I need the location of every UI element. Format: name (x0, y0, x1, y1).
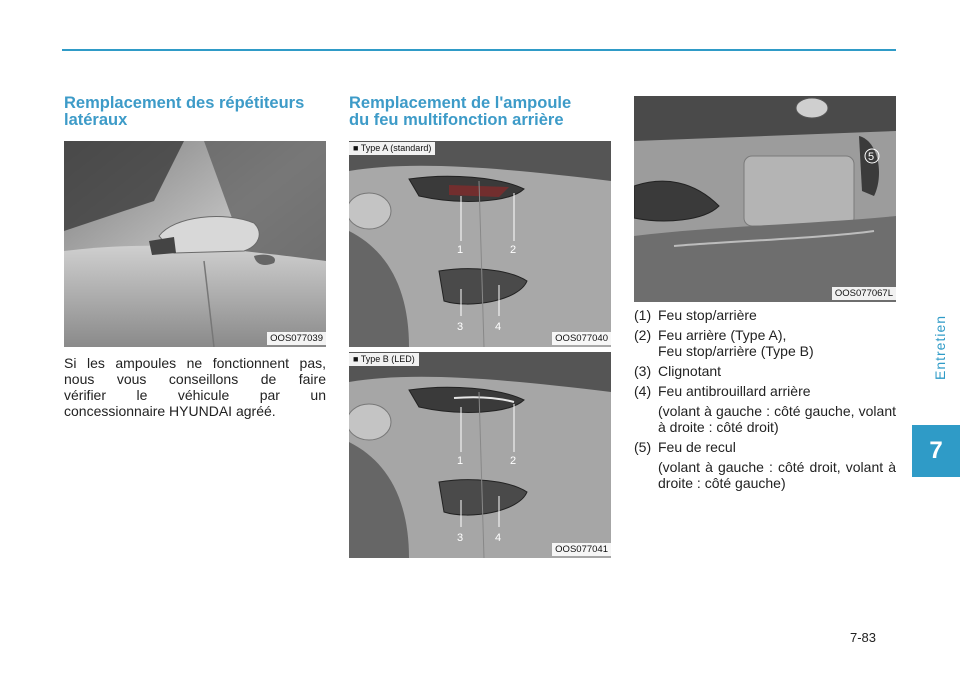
text-line: vérifier le véhicule par un (64, 387, 326, 403)
header-rule (62, 49, 896, 51)
callout-3: 3 (457, 321, 463, 333)
rear-bumper-illustration: 5 (634, 96, 896, 302)
legend-note: (volant à gauche : côté gauche, volant à… (658, 403, 896, 435)
type-b-tag: ■ Type B (LED) (349, 353, 419, 366)
image-code: OOS077041 (552, 543, 611, 556)
callout-2: 2 (510, 244, 516, 256)
callout-1: 1 (457, 244, 463, 256)
rear-lamp-illustration: 1 2 3 4 (349, 141, 611, 347)
side-tab-section-label: Entretien (932, 314, 948, 380)
text-line: Si les ampoules ne fonctionnent pas, (64, 355, 326, 371)
reverse-lamp-photo: 5 OOS077067L (634, 96, 896, 302)
callout-5: 5 (868, 151, 874, 163)
rear-lamp-type-b-photo: 1 2 3 4 ■ Type B (LED) OOS077041 (349, 352, 611, 558)
legend-subtext: Feu stop/arrière (Type B) (658, 343, 814, 359)
legend-item: (3) Clignotant (634, 363, 896, 379)
section-title-side-repeaters: Remplacement des répétiteurs latéraux (64, 95, 329, 129)
text-line: nous vous conseillons de faire (64, 371, 326, 387)
legend-number: (5) (634, 439, 652, 455)
chapter-tab: 7 (912, 425, 960, 477)
legend-text: Feu de recul (658, 439, 736, 455)
legend-number: (3) (634, 363, 652, 379)
page-number: 7-83 (850, 630, 877, 645)
bulb-legend: (1) Feu stop/arrière (2) Feu arrière (Type… (634, 307, 896, 495)
legend-item: (4) Feu antibrouillard arrière (volant à … (634, 383, 896, 435)
text-line: concessionnaire HYUNDAI agréé. (64, 403, 276, 419)
legend-text: Clignotant (658, 363, 722, 379)
legend-item: (1) Feu stop/arrière (634, 307, 896, 323)
legend-number: (4) (634, 383, 652, 399)
title-line: Remplacement des répétiteurs (64, 94, 305, 112)
callout-3: 3 (457, 532, 463, 544)
rear-lamp-led-illustration: 1 2 3 4 (349, 352, 611, 558)
legend-note: (volant à gauche : côté droit, volant à … (658, 459, 896, 491)
left-instructions: Si les ampoules ne fonctionnent pas, nou… (64, 355, 326, 419)
legend-item: (5) Feu de recul (volant à gauche : côté … (634, 439, 896, 491)
callout-4: 4 (495, 532, 501, 544)
side-mirror-illustration (64, 141, 326, 347)
callout-1: 1 (457, 455, 463, 467)
callout-4: 4 (495, 321, 501, 333)
rear-lamp-type-a-photo: 1 2 3 4 ■ Type A (standard) OOS077040 (349, 141, 611, 347)
legend-text: Feu arrière (Type A), (658, 327, 787, 343)
callout-2: 2 (510, 455, 516, 467)
legend-number: (1) (634, 307, 652, 323)
image-code: OOS077039 (267, 332, 326, 345)
legend-text: Feu antibrouillard arrière (658, 383, 811, 399)
legend-item: (2) Feu arrière (Type A), Feu stop/arrièr… (634, 327, 896, 359)
side-repeater-photo: OOS077039 (64, 141, 326, 347)
title-line: Remplacement de l'ampoule (349, 94, 572, 112)
legend-text: Feu stop/arrière (658, 307, 757, 323)
type-a-tag: ■ Type A (standard) (349, 142, 436, 155)
image-code: OOS077067L (831, 287, 896, 300)
section-title-rear-combination-lamp: Remplacement de l'ampoule du feu multifo… (349, 95, 614, 129)
legend-number: (2) (634, 327, 652, 343)
title-line: latéraux (64, 111, 128, 129)
image-code: OOS077040 (552, 332, 611, 345)
title-line: du feu multifonction arrière (349, 111, 564, 129)
